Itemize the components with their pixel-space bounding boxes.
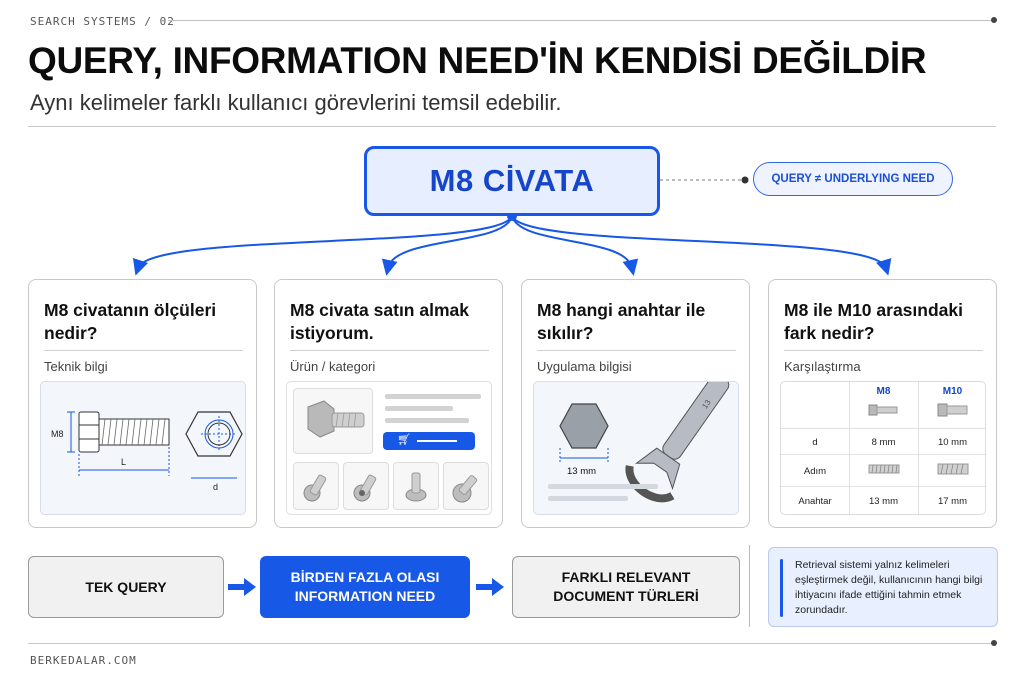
card-category: Teknik bilgi — [44, 359, 108, 374]
product-image — [293, 388, 373, 454]
table-cell: 13 mm — [868, 496, 899, 507]
query-box: M8 CİVATA — [364, 146, 660, 216]
m8-bolt-icon — [868, 404, 898, 416]
wrench-icon: 13 mm 13 — [548, 382, 730, 503]
product-thumb[interactable] — [393, 462, 439, 510]
table-cell: 8 mm — [871, 437, 896, 448]
divider-dot — [991, 640, 997, 646]
row-label: d — [812, 437, 818, 448]
row-label: Adım — [803, 466, 827, 477]
need-card-technical: M8 civatanın ölçüleri nedir? Teknik bilg… — [28, 279, 257, 528]
text-placeholder — [385, 394, 481, 399]
table-cell: 10 mm — [937, 437, 968, 448]
need-card-comparison: M8 ile M10 arasındaki fark nedir? Karşıl… — [768, 279, 997, 528]
bolt-diagram-icon: M8 L d — [51, 411, 243, 492]
product-thumb[interactable] — [443, 462, 489, 510]
branch-1 — [133, 215, 513, 276]
card-question: M8 hangi anahtar ile sıkılır? — [537, 300, 706, 343]
column-header: M10 — [942, 386, 963, 397]
card-divider — [44, 350, 243, 351]
add-to-cart-button[interactable]: 🛒︎ — [383, 432, 475, 450]
page-subtitle: Aynı kelimeler farklı kullanıcı görevler… — [30, 90, 562, 115]
need-card-product: M8 civata satın almak istiyorum. Ürün / … — [274, 279, 503, 528]
footer-divider — [28, 643, 994, 644]
text-placeholder — [385, 406, 453, 411]
column-header: M8 — [876, 386, 891, 397]
bolt-side-label: M8 — [51, 429, 64, 439]
thread-pitch-icon — [868, 464, 900, 474]
arrow-right-icon — [476, 578, 504, 596]
pill-connector-dot — [741, 176, 749, 184]
flow-step-multiple-needs: BİRDEN FAZLA OLASI INFORMATION NEED — [260, 556, 470, 618]
card-category: Ürün / kategori — [290, 359, 376, 374]
page-title: QUERY, INFORMATION NEED'İN KENDİSİ DEĞİL… — [28, 40, 927, 81]
product-listing-mock: 🛒︎ — [286, 381, 492, 515]
arrow-right-icon — [228, 578, 256, 596]
cart-icon: 🛒︎ — [397, 434, 411, 446]
card-question: M8 civata satın almak istiyorum. — [290, 300, 469, 343]
note-accent-bar — [780, 559, 783, 617]
card-category: Uygulama bilgisi — [537, 359, 632, 374]
product-thumb[interactable] — [293, 462, 339, 510]
bolt-dimension-drawing: M8 L d — [40, 381, 246, 515]
wrench-illustration: 13 mm 13 — [533, 381, 739, 515]
card-divider — [537, 350, 736, 351]
section-kicker: SEARCH SYSTEMS / 02 — [30, 15, 175, 28]
top-divider — [168, 20, 994, 21]
card-divider — [290, 350, 489, 351]
table-cell: 17 mm — [937, 496, 968, 507]
branch-2 — [381, 215, 513, 276]
need-card-usage: M8 hangi anahtar ile sıkılır? Uygulama b… — [521, 279, 750, 528]
header-divider — [28, 126, 996, 127]
card-question: M8 ile M10 arasındaki fark nedir? — [784, 300, 963, 343]
bolt-diameter-label: d — [213, 482, 218, 492]
card-category: Karşılaştırma — [784, 359, 861, 374]
product-thumb[interactable] — [343, 462, 389, 510]
thread-pitch-icon — [937, 463, 969, 475]
bolt-length-label: L — [121, 457, 126, 467]
branch-3 — [511, 215, 639, 276]
flow-separator — [749, 545, 750, 627]
card-question: M8 civatanın ölçüleri nedir? — [44, 300, 217, 343]
comparison-table: M8 M10 d 8 mm 10 mm Adım Anahtar 13 mm 1… — [780, 381, 986, 515]
query-need-pill: QUERY ≠ UNDERLYING NEED — [753, 162, 953, 196]
note-text: Retrieval sistemi yalnız kelimeleri eşle… — [795, 559, 983, 616]
flow-step-document-types: FARKLI RELEVANT DOCUMENT TÜRLERİ — [512, 556, 740, 618]
card-divider — [784, 350, 983, 351]
text-placeholder — [385, 418, 469, 423]
m10-bolt-icon — [937, 403, 968, 417]
bolt-icon — [307, 400, 365, 438]
row-label: Anahtar — [798, 496, 832, 507]
flow-step-single-query: TEK QUERY — [28, 556, 224, 618]
branch-4 — [511, 215, 892, 276]
footer-site: BERKEDALAR.COM — [30, 654, 137, 667]
divider-dot — [991, 17, 997, 23]
retrieval-note: Retrieval sistemi yalnız kelimeleri eşle… — [768, 547, 998, 627]
wrench-size-label: 13 mm — [567, 466, 596, 477]
